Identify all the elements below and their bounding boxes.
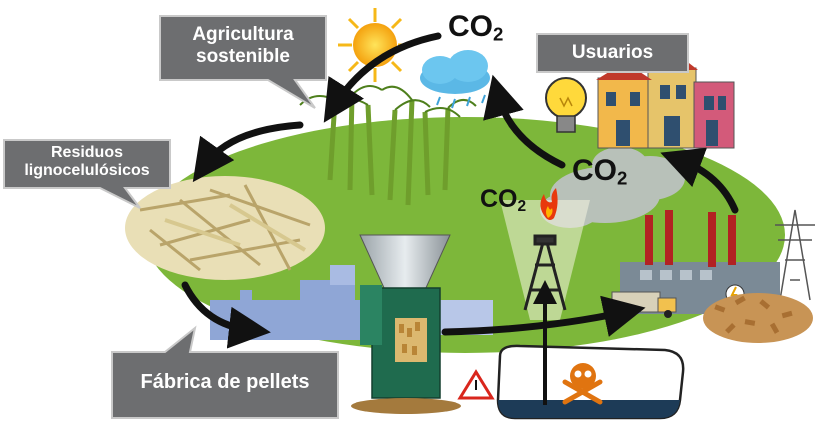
co2-label-derrick: CO2 <box>480 185 526 216</box>
label-agriculture: Agricultura sostenible <box>160 24 326 68</box>
callout-factory-box <box>111 325 339 419</box>
pellet-machine <box>351 234 461 414</box>
flame-icon <box>540 188 558 220</box>
pellet-pile-icon <box>703 293 813 343</box>
label-residues: Residuos lignocelulósicos <box>4 144 170 181</box>
residues-pile <box>125 176 325 280</box>
label-residues-line1: Residuos <box>50 144 123 161</box>
label-residues-line2: lignocelulósicos <box>24 162 150 180</box>
co2-users-sub: 2 <box>617 167 628 189</box>
callout-users-box <box>536 33 689 73</box>
cycle-arrows <box>181 32 739 349</box>
co2-derrick-sub: 2 <box>517 197 527 215</box>
co2-label-users: CO2 <box>572 154 627 190</box>
warning-triangle-icon <box>457 369 495 400</box>
lightbulb-icon <box>545 77 587 133</box>
label-users: Usuarios <box>571 42 654 63</box>
arrow-crops-to-residues <box>192 121 304 183</box>
flare-glow <box>500 200 590 320</box>
skull-crossbones-icon <box>562 363 603 405</box>
cloud-rain-icon <box>420 50 490 109</box>
label-agriculture-line1: Agricultura <box>192 24 294 45</box>
power-tower-icon <box>775 209 815 301</box>
label-factory: Fábrica de pellets <box>140 371 310 393</box>
arrow-users-co2-return <box>483 74 566 169</box>
co2-top-sub: 2 <box>493 23 504 45</box>
label-agriculture-line2: sostenible <box>196 45 290 67</box>
arrow-factory-to-plant <box>441 295 646 337</box>
arrow-plant-to-users <box>660 147 739 214</box>
co2-derrick-main: CO <box>480 185 518 213</box>
arrow-residues-to-factory <box>181 281 271 349</box>
co2-top-main: CO <box>448 10 493 43</box>
callout-agriculture-box <box>159 15 327 109</box>
co2-users-main: CO <box>572 154 617 187</box>
co2-label-top: CO2 <box>448 10 503 46</box>
arrow-co2-to-crops <box>323 32 442 123</box>
callout-residues-box <box>3 139 171 209</box>
sugarcane-icon <box>327 94 451 206</box>
